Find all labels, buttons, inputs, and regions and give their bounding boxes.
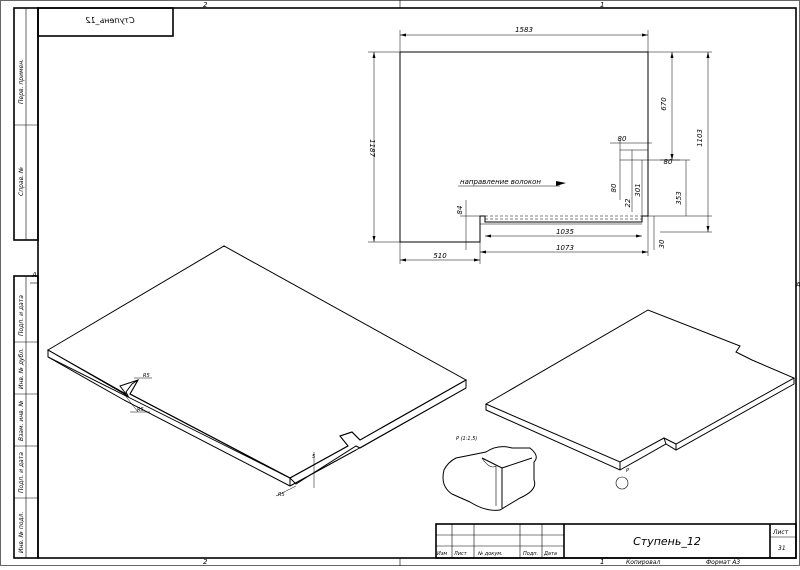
label-r5-top: R5 — [143, 373, 150, 379]
format-label: Формат A3 — [706, 559, 740, 566]
dim-right-height: 1103 — [696, 129, 704, 147]
code-box-text: Ступень_12 — [85, 16, 134, 25]
zone-label-left: A — [31, 271, 37, 279]
side-first-use: Перв. примен. — [18, 59, 25, 104]
copied-label: Копировал — [626, 559, 660, 566]
col-doc: № докум. — [477, 551, 503, 557]
col-sign: Подп. — [523, 551, 538, 557]
side-sign-date-2: Подп. и дата — [18, 452, 25, 493]
title-sheet-number: 31 — [778, 545, 786, 552]
dim-width: 1583 — [515, 26, 533, 34]
dim-353: 353 — [675, 191, 683, 204]
dim-301: 301 — [634, 183, 642, 196]
label-r5-mid: R5 — [137, 407, 144, 413]
grain-direction-note: направление волокон — [460, 178, 541, 186]
detail-label: Р (1:1,5) — [456, 436, 477, 442]
sheet-inner-frame — [37, 7, 797, 559]
dim-80-a: 80 — [618, 135, 627, 143]
side-sign-date-1: Подп. и дата — [18, 295, 25, 336]
dim-510: 510 — [433, 252, 447, 260]
dim-30: 30 — [658, 239, 666, 248]
dim-80-c: 80 — [610, 183, 618, 192]
iso-view-right: P — [484, 309, 796, 490]
side-inv-orig: Инв. № подл. — [18, 512, 25, 553]
dim-670: 670 — [660, 97, 668, 111]
zone-label-right: A — [795, 281, 800, 289]
plan-view: 1583 1187 1103 670 80 80 80 301 22 353 — [368, 26, 712, 264]
col-date: Дата — [543, 551, 557, 557]
side-replaces-inv: Взам. инв. № — [18, 400, 25, 441]
label-dim-5: 5 — [312, 454, 315, 460]
iso-view-left: R5 R5 R5 5 — [47, 245, 468, 498]
zone-label-top-left: 2 — [203, 1, 208, 9]
zone-label-bottom-right: 1 — [600, 558, 604, 566]
dim-left-height: 1187 — [368, 139, 376, 157]
zone-label-top-right: 1 — [600, 1, 604, 9]
dim-1073: 1073 — [556, 244, 574, 252]
side-columns — [13, 7, 39, 559]
col-change: Изм — [437, 551, 447, 557]
label-r5-bottom: R5 — [278, 492, 285, 498]
title-block-title: Ступень_12 — [633, 535, 701, 548]
detail-view: Р (1:1,5) — [442, 436, 537, 511]
detail-marker-circle — [615, 476, 629, 490]
dim-1035: 1035 — [556, 228, 574, 236]
detail-point-label: P — [626, 468, 629, 474]
dim-22: 22 — [624, 198, 632, 207]
title-sheet-label: Лист — [772, 529, 789, 536]
dim-80-b: 80 — [664, 158, 673, 166]
title-block — [435, 523, 797, 559]
dim-84: 84 — [456, 206, 464, 215]
side-inv-dupl: Инв. № дубл. — [18, 348, 25, 389]
side-reference-no: Справ. № — [18, 167, 25, 196]
zone-label-bottom-left: 2 — [203, 558, 208, 566]
col-sheet: Лист — [453, 551, 468, 557]
